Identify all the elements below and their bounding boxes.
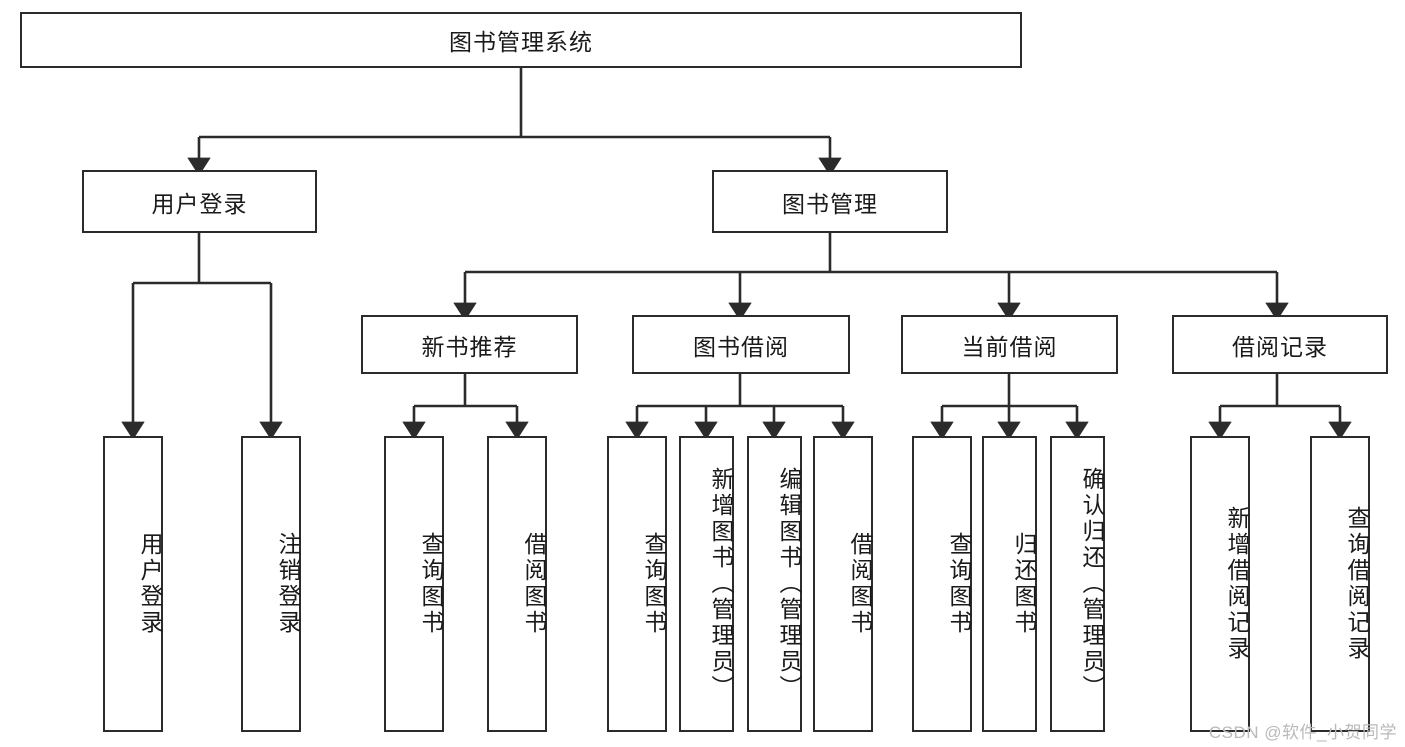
node-leaf-label: 归还图书 [1011, 532, 1037, 636]
node-leaf-label: 查询借阅记录 [1344, 506, 1370, 662]
node-leaf-label: 注销登录 [275, 532, 301, 636]
node-leaf-borrow-book[interactable]: 借阅图书 [813, 436, 873, 732]
node-records[interactable]: 借阅记录 [1172, 315, 1388, 374]
node-leaf-edit-book-admin[interactable]: 编辑图书（管理员） [747, 436, 802, 732]
node-leaf-confirm-return-admin[interactable]: 确认归还（管理员） [1050, 436, 1105, 732]
node-leaf-borrow-book-newbook[interactable]: 借阅图书 [487, 436, 547, 732]
node-leaf-label: 确认归还（管理员） [1079, 467, 1105, 701]
node-leaf-label: 查询图书 [418, 532, 444, 636]
node-leaf-query-book-current[interactable]: 查询图书 [912, 436, 972, 732]
node-newbook-label: 新书推荐 [421, 333, 518, 360]
node-leaf-logout[interactable]: 注销登录 [241, 436, 301, 732]
watermark: CSDN @软件_小贺同学 [1208, 723, 1397, 742]
node-bookmgmt-label: 图书管理 [782, 190, 878, 217]
node-leaf-query-borrow-record[interactable]: 查询借阅记录 [1310, 436, 1370, 732]
node-leaf-label: 新增借阅记录 [1224, 506, 1250, 662]
node-records-label: 借阅记录 [1232, 333, 1328, 360]
node-borrow[interactable]: 图书借阅 [632, 315, 850, 374]
node-login[interactable]: 用户登录 [82, 170, 317, 233]
node-leaf-query-book-newbook[interactable]: 查询图书 [384, 436, 444, 732]
node-leaf-label: 用户登录 [137, 532, 163, 636]
node-login-label: 用户登录 [151, 190, 248, 217]
node-borrow-label: 图书借阅 [693, 333, 789, 360]
node-current[interactable]: 当前借阅 [901, 315, 1118, 374]
node-leaf-label: 借阅图书 [847, 532, 873, 636]
node-leaf-label: 新增图书（管理员） [708, 467, 734, 701]
node-root-label: 图书管理系统 [449, 29, 593, 55]
node-root[interactable]: 图书管理系统 [20, 12, 1022, 68]
node-leaf-query-book-borrow[interactable]: 查询图书 [607, 436, 667, 732]
node-leaf-label: 查询图书 [946, 532, 972, 636]
node-leaf-label: 查询图书 [641, 532, 667, 636]
node-leaf-label: 借阅图书 [521, 532, 547, 636]
node-leaf-user-login[interactable]: 用户登录 [103, 436, 163, 732]
node-bookmgmt[interactable]: 图书管理 [712, 170, 948, 233]
node-leaf-add-borrow-record[interactable]: 新增借阅记录 [1190, 436, 1250, 732]
node-leaf-add-book-admin[interactable]: 新增图书（管理员） [679, 436, 734, 732]
node-current-label: 当前借阅 [961, 333, 1058, 360]
node-leaf-label: 编辑图书（管理员） [776, 467, 802, 701]
node-leaf-return-book[interactable]: 归还图书 [982, 436, 1037, 732]
node-newbook[interactable]: 新书推荐 [361, 315, 578, 374]
